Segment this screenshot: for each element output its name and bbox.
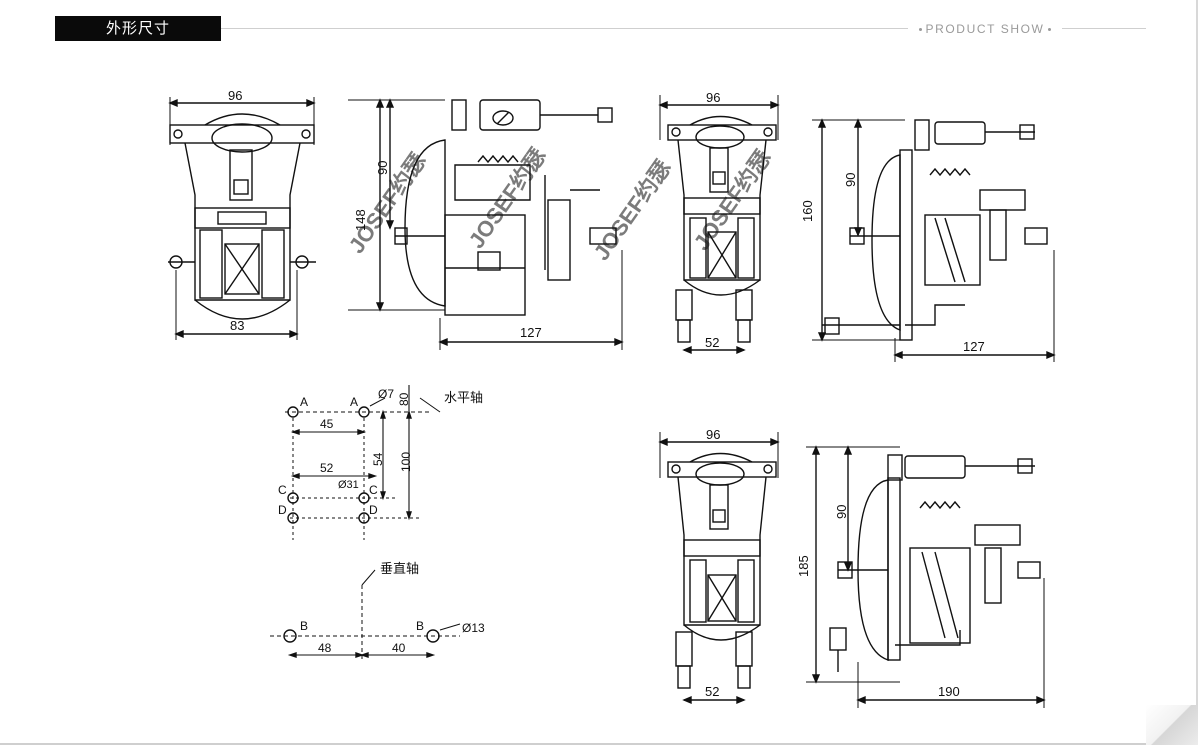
vertical-axis-label: 垂直轴 xyxy=(380,561,419,576)
dim-view1-depth: 127 xyxy=(520,325,542,340)
hole-label-b2: B xyxy=(416,619,424,633)
page-curl-decoration xyxy=(1146,705,1198,745)
hole-diagram-horizontal: A A C C D D Ø7 水平轴 45 52 Ø31 54 80 100 xyxy=(278,385,483,540)
view2-side-diagram: 160 90 127 xyxy=(800,118,1056,362)
dot-icon xyxy=(918,28,922,32)
dim-view3-upper-height: 90 xyxy=(834,505,849,519)
header-rule xyxy=(221,28,908,29)
hole-label-c2: C xyxy=(369,483,378,497)
dim-54: 54 xyxy=(371,452,385,466)
product-show-label: PRODUCT SHOW xyxy=(910,20,1060,38)
header-rule-right xyxy=(1062,28,1146,29)
dim-view1-height: 148 xyxy=(353,209,368,231)
watermark-group: JOSEF约瑟 JOSEF约瑟 JOSEF约瑟 JOSEF约瑟 xyxy=(344,143,776,264)
hole-size-label-2: Ø13 xyxy=(462,621,485,635)
dim-40: 40 xyxy=(392,641,406,655)
dim-view1-top-width: 96 xyxy=(228,88,242,103)
hole-label-b1: B xyxy=(300,619,308,633)
dim-view3-depth: 190 xyxy=(938,684,960,699)
dim-phi-31: Ø31 xyxy=(338,479,359,491)
view3-front-diagram: 96 52 xyxy=(658,427,780,705)
dim-view1-bottom-width: 83 xyxy=(230,318,244,333)
dim-view3-bottom-width: 52 xyxy=(705,684,719,699)
dim-100: 100 xyxy=(399,452,413,472)
dim-48: 48 xyxy=(318,641,332,655)
watermark-text-2: JOSEF约瑟 xyxy=(464,143,551,252)
view3-side-diagram: 185 90 190 xyxy=(796,445,1046,708)
view1-side-diagram: 148 90 127 xyxy=(348,98,624,350)
view2-front-diagram: 96 52 xyxy=(658,90,780,355)
horizontal-axis-label: 水平轴 xyxy=(444,390,483,405)
dim-52: 52 xyxy=(320,461,334,475)
view1-front-diagram: 96 83 xyxy=(168,88,316,340)
section-tab[interactable]: 外形尺寸 xyxy=(55,16,221,41)
dim-view2-bottom-width: 52 xyxy=(705,335,719,350)
hole-label-a1: A xyxy=(300,395,308,409)
dim-view3-top-width: 96 xyxy=(706,427,720,442)
dim-view2-top-width: 96 xyxy=(706,90,720,105)
hole-label-d2: D xyxy=(369,503,378,517)
dim-view2-height: 160 xyxy=(800,200,815,222)
dot-icon xyxy=(1048,28,1052,32)
dim-view1-upper-height: 90 xyxy=(375,161,390,175)
dim-view2-upper-height: 90 xyxy=(843,173,858,187)
dim-view3-height: 185 xyxy=(796,555,811,577)
hole-size-label-1: Ø7 xyxy=(378,387,394,401)
product-show-text: PRODUCT SHOW xyxy=(925,22,1045,36)
watermark-text-3: JOSEF约瑟 xyxy=(589,155,676,264)
hole-label-a2: A xyxy=(350,395,358,409)
hole-label-c1: C xyxy=(278,483,287,497)
hole-label-d1: D xyxy=(278,503,287,517)
dim-view2-depth: 127 xyxy=(963,339,985,354)
dim-80: 80 xyxy=(397,392,411,406)
dim-45: 45 xyxy=(320,417,334,431)
hole-diagram-vertical: B B Ø13 垂直轴 48 40 xyxy=(270,561,485,660)
